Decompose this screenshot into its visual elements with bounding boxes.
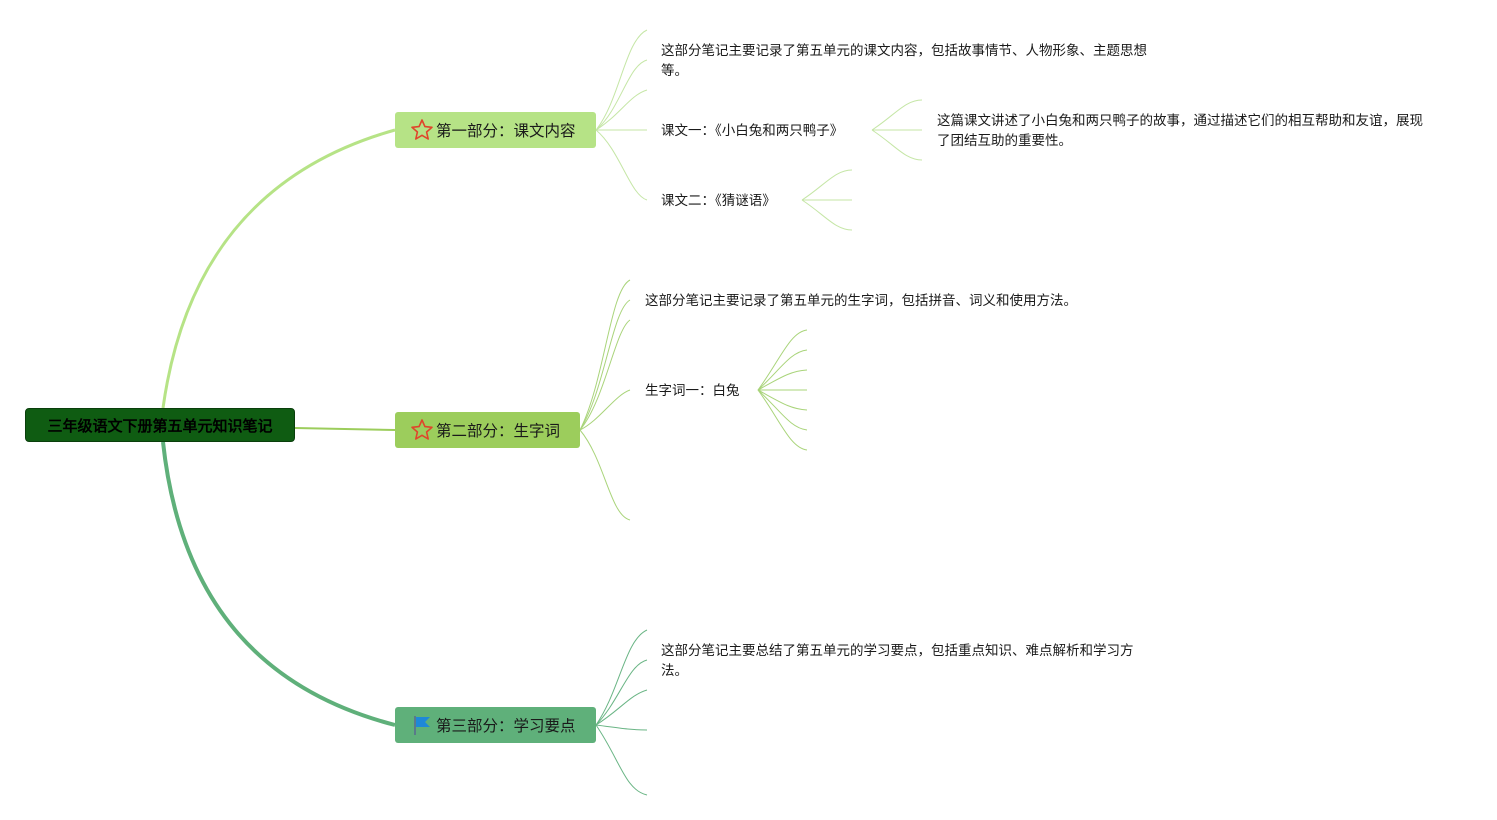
topic-label-3: 第三部分：学习要点 <box>436 717 576 735</box>
topic1-desc[interactable]: 这部分笔记主要记录了第五单元的课文内容，包括故事情节、人物形象、主题思想等。 <box>661 43 1147 79</box>
branch-line-3 <box>161 441 396 727</box>
topic-node-2[interactable]: 第二部分：生字词 <box>395 412 580 448</box>
lesson1-sub-lines <box>871 99 923 161</box>
root-label: 三年级语文下册第五单元知识笔记 <box>47 416 273 435</box>
lesson1-desc[interactable]: 这篇课文讲述了小白兔和两只鸭子的故事，通过描述它们的相互帮助和友谊，展现了团结互… <box>937 113 1423 149</box>
lesson1-label[interactable]: 课文一：《小白兔和两只鸭子》 <box>661 123 844 139</box>
flag-icon <box>409 712 435 738</box>
topic-label-1: 第一部分：课文内容 <box>436 122 576 140</box>
topic1-sub-lines <box>595 29 648 201</box>
root-node[interactable]: 三年级语文下册第五单元知识笔记 <box>25 408 295 442</box>
lesson2-label[interactable]: 课文二：《猜谜语》 <box>661 193 776 209</box>
topic3-sub-lines <box>595 629 648 796</box>
star-icon <box>409 117 435 143</box>
star-icon <box>409 417 435 443</box>
topic-label-2: 第二部分：生字词 <box>436 422 561 440</box>
word1-label[interactable]: 生字词一：白兔 <box>645 383 740 399</box>
topic2-sub-lines <box>579 279 631 521</box>
topic3-desc[interactable]: 这部分笔记主要总结了第五单元的学习要点，包括重点知识、难点解析和学习方法。 <box>661 643 1134 679</box>
word1-sub-lines <box>757 329 808 451</box>
topic2-desc[interactable]: 这部分笔记主要记录了第五单元的生字词，包括拼音、词义和使用方法。 <box>645 293 1077 309</box>
topic-node-1[interactable]: 第一部分：课文内容 <box>395 112 596 148</box>
lesson2-sub-lines <box>801 169 853 231</box>
branch-line-1 <box>161 128 396 409</box>
topic-node-3[interactable]: 第三部分：学习要点 <box>395 707 596 743</box>
branch-line-2 <box>294 427 396 431</box>
